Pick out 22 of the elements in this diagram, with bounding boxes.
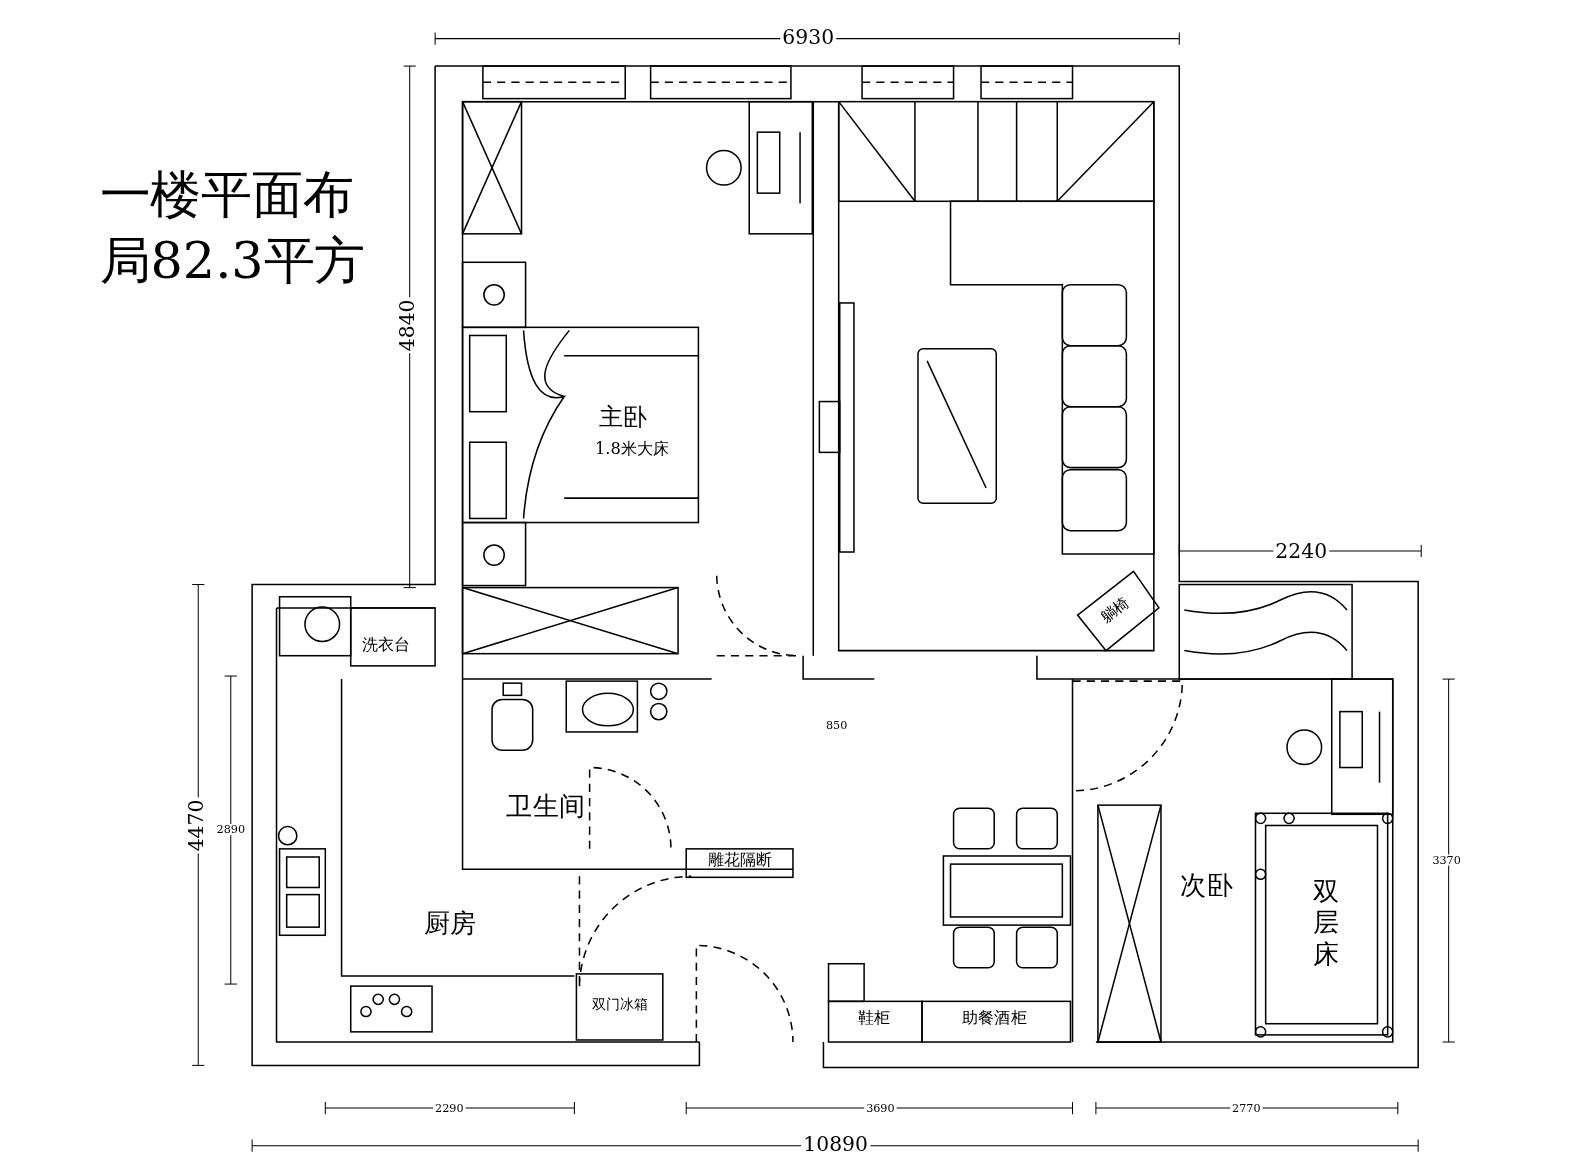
furniture-label: 鞋柜 bbox=[858, 1009, 891, 1026]
dimension-label: 10890 bbox=[801, 1133, 870, 1154]
furniture-label: 助餐酒柜 bbox=[961, 1009, 1027, 1026]
dimension-label: 4840 bbox=[396, 297, 417, 354]
room-label: 次卧 bbox=[1180, 871, 1234, 898]
room-label: 厨房 bbox=[423, 909, 477, 937]
dimension-label: 6930 bbox=[780, 26, 837, 47]
furniture-label: 雕花隔断 bbox=[707, 851, 773, 869]
dimension-label: 2290 bbox=[433, 1102, 466, 1114]
furniture-label: 躺椅 bbox=[1098, 594, 1132, 626]
dimension-label: 850 bbox=[823, 720, 850, 732]
bed-size-label: 1.8米大床 bbox=[595, 441, 670, 458]
room-label: 主卧 bbox=[598, 404, 648, 429]
plan-title: 一楼平面布局82.3平方 bbox=[99, 164, 367, 292]
room-label: 卫生间 bbox=[506, 792, 586, 820]
furniture-label: 洗衣台 bbox=[361, 636, 411, 653]
dimension-label: 3370 bbox=[1430, 854, 1463, 866]
furniture-label: 双层床 bbox=[1313, 875, 1340, 971]
dimension-label: 2890 bbox=[214, 823, 248, 836]
dimension-label: 2770 bbox=[1230, 1102, 1263, 1114]
furniture-label: 双门冰箱 bbox=[591, 997, 649, 1012]
dimension-label: 3690 bbox=[864, 1102, 897, 1114]
